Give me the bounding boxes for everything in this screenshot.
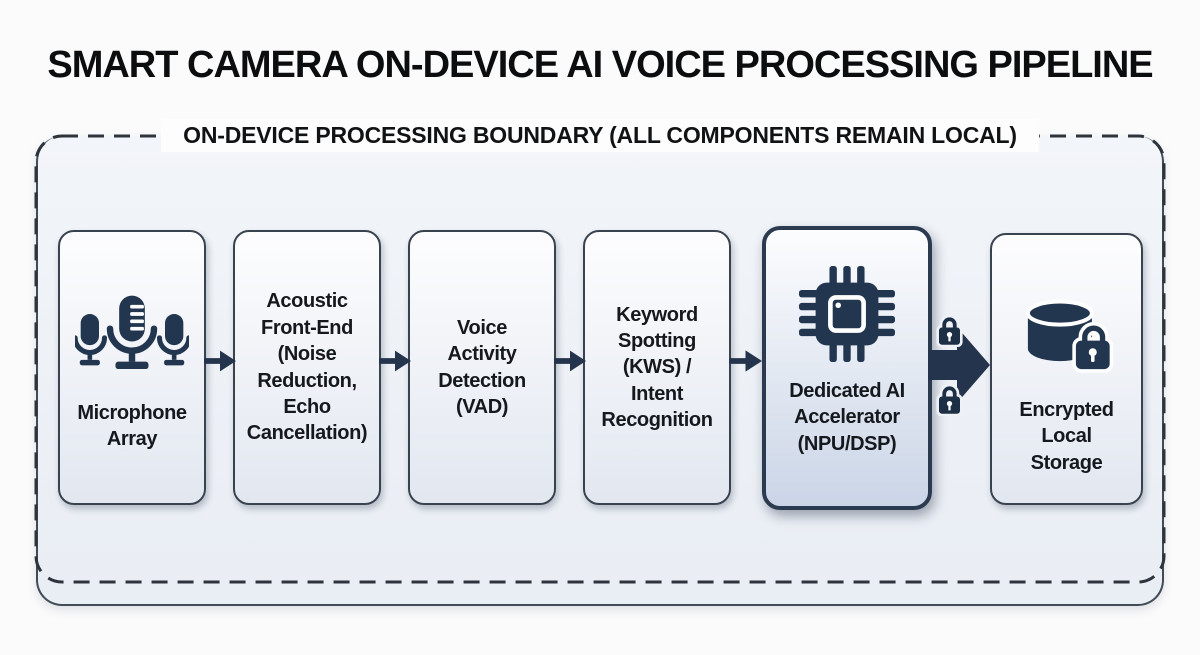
node-encrypted-local-storage: Encrypted Local Storage	[990, 233, 1143, 505]
page-title: SMART CAMERA ON-DEVICE AI VOICE PROCESSI…	[47, 44, 1153, 86]
node-keyword-spotting-intent: Keyword Spotting (KWS) / Intent Recognit…	[583, 230, 731, 505]
node-acoustic-front-end: Acoustic Front-End (Noise Reduction, Ech…	[233, 230, 381, 505]
arrow-right-icon	[729, 350, 762, 372]
chip-icon	[799, 266, 895, 362]
boundary-label: ON-DEVICE PROCESSING BOUNDARY (ALL COMPO…	[161, 119, 1039, 152]
arrow-right-icon	[204, 350, 236, 372]
arrow-right-icon	[554, 350, 586, 372]
lock-icon	[936, 314, 963, 347]
node-label: Keyword Spotting (KWS) / Intent Recognit…	[601, 303, 713, 432]
node-label: Voice Activity Detection (VAD)	[438, 316, 526, 418]
node-label: Acoustic Front-End (Noise Reduction, Ech…	[246, 290, 368, 445]
secure-arrow-right-icon	[928, 327, 990, 403]
node-label: Encrypted Local Storage	[1019, 399, 1114, 474]
node-dedicated-ai-accelerator: Dedicated AI Accelerator (NPU/DSP)	[762, 226, 932, 510]
lock-icon	[936, 383, 963, 416]
node-voice-activity-detection: Voice Activity Detection (VAD)	[408, 230, 556, 505]
arrow-right-icon	[379, 350, 411, 372]
node-label: Dedicated AI Accelerator (NPU/DSP)	[789, 380, 905, 455]
boundary-dashed-border	[34, 134, 1166, 584]
node-label: Microphone Array	[77, 402, 187, 451]
database-lock-icon	[1025, 299, 1113, 373]
microphone-array-icon	[75, 295, 189, 369]
node-microphone-array: Microphone Array	[58, 230, 206, 505]
